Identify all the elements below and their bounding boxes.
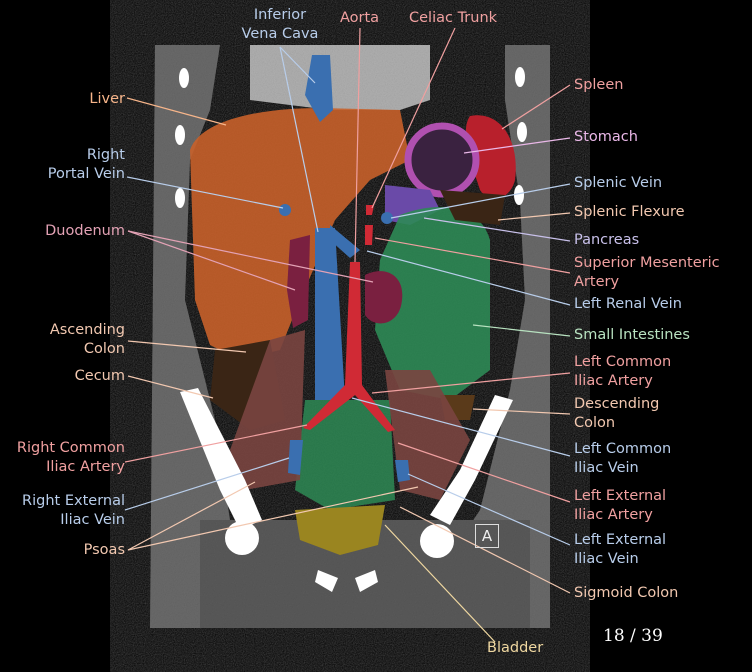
ribs: [175, 67, 527, 208]
leader-lines: [124, 27, 571, 643]
label-superior-mesenteric-artery: Superior Mesenteric Artery: [574, 254, 720, 292]
label-left-renal-vein: Left Renal Vein: [574, 296, 682, 312]
spleen-region: [465, 115, 516, 199]
aorta-region: [303, 262, 395, 432]
label-line: Superior Mesenteric: [574, 255, 720, 271]
label-stomach: Stomach: [574, 129, 638, 145]
small-intestine-region: [375, 207, 490, 400]
label-line: Portal Vein: [47, 166, 125, 182]
label-line: Right: [86, 147, 125, 163]
label-line: Colon: [83, 341, 125, 357]
label-line: Right External: [22, 493, 125, 509]
label-line: Ascending: [49, 322, 125, 338]
label-right-portal-vein: Right Portal Vein: [48, 146, 125, 184]
psoas-right: [230, 330, 305, 490]
label-left-external-iliac-vein: Left External Iliac Vein: [574, 531, 666, 569]
label-descending-colon: Descending Colon: [574, 395, 659, 433]
label-line: Iliac Vein: [574, 460, 639, 476]
label-splenic-vein: Splenic Vein: [574, 175, 663, 191]
duodenum-left: [365, 271, 403, 324]
label-line: Right Common: [16, 440, 125, 456]
orientation-marker: A: [475, 524, 499, 548]
label-liver: Liver: [89, 91, 125, 107]
bladder-region: [295, 505, 385, 555]
label-left-common-iliac-artery: Left Common Iliac Artery: [574, 353, 671, 391]
iliac-veins-region: [288, 440, 410, 482]
label-line: Left External: [574, 532, 667, 548]
label-ascending-colon: Ascending Colon: [50, 321, 125, 359]
label-line: Iliac Artery: [574, 373, 653, 389]
splenic-flexure-region: [440, 190, 505, 225]
label-line: Artery: [574, 274, 620, 290]
label-aorta: Aorta: [340, 10, 380, 26]
label-duodenum: Duodenum: [45, 223, 125, 239]
label-sigmoid-colon: Sigmoid Colon: [574, 585, 679, 601]
duodenum-right: [287, 235, 310, 328]
label-line: Colon: [574, 415, 616, 431]
label-line: Descending: [574, 396, 660, 412]
label-line: Left Common: [574, 441, 672, 457]
pelvic-intestine-region: [295, 400, 395, 510]
splenic-vein-region: [381, 212, 393, 224]
right-portal-vein-region: [279, 204, 291, 216]
label-left-external-iliac-artery: Left External Iliac Artery: [574, 487, 666, 525]
label-inferior-vena-cava: Inferior Vena Cava: [235, 6, 325, 44]
label-line: Iliac Vein: [60, 512, 125, 528]
label-line: Iliac Artery: [574, 507, 653, 523]
label-line: Left Common: [574, 354, 672, 370]
stomach-region: [404, 122, 480, 198]
label-line: Left External: [574, 488, 667, 504]
label-splenic-flexure: Splenic Flexure: [574, 204, 685, 220]
page-counter: 18 / 39: [603, 626, 663, 646]
label-line: Vena Cava: [241, 26, 319, 42]
label-cecum: Cecum: [74, 368, 125, 384]
label-line: Inferior: [253, 7, 307, 23]
label-celiac-trunk: Celiac Trunk: [409, 10, 498, 26]
liver-region: [190, 108, 410, 360]
label-bladder: Bladder: [487, 640, 544, 656]
ivc-region: [305, 55, 360, 400]
label-right-common-iliac-artery: Right Common Iliac Artery: [17, 439, 125, 477]
label-line: Iliac Artery: [46, 459, 125, 475]
label-spleen: Spleen: [574, 77, 624, 93]
label-psoas: Psoas: [83, 542, 125, 558]
label-right-external-iliac-vein: Right External Iliac Vein: [22, 492, 125, 530]
label-line: Iliac Vein: [574, 551, 639, 567]
label-pancreas: Pancreas: [574, 232, 640, 248]
label-small-intestines: Small Intestines: [574, 327, 690, 343]
celiac-sma-region: [365, 205, 374, 245]
label-left-common-iliac-vein: Left Common Iliac Vein: [574, 440, 671, 478]
